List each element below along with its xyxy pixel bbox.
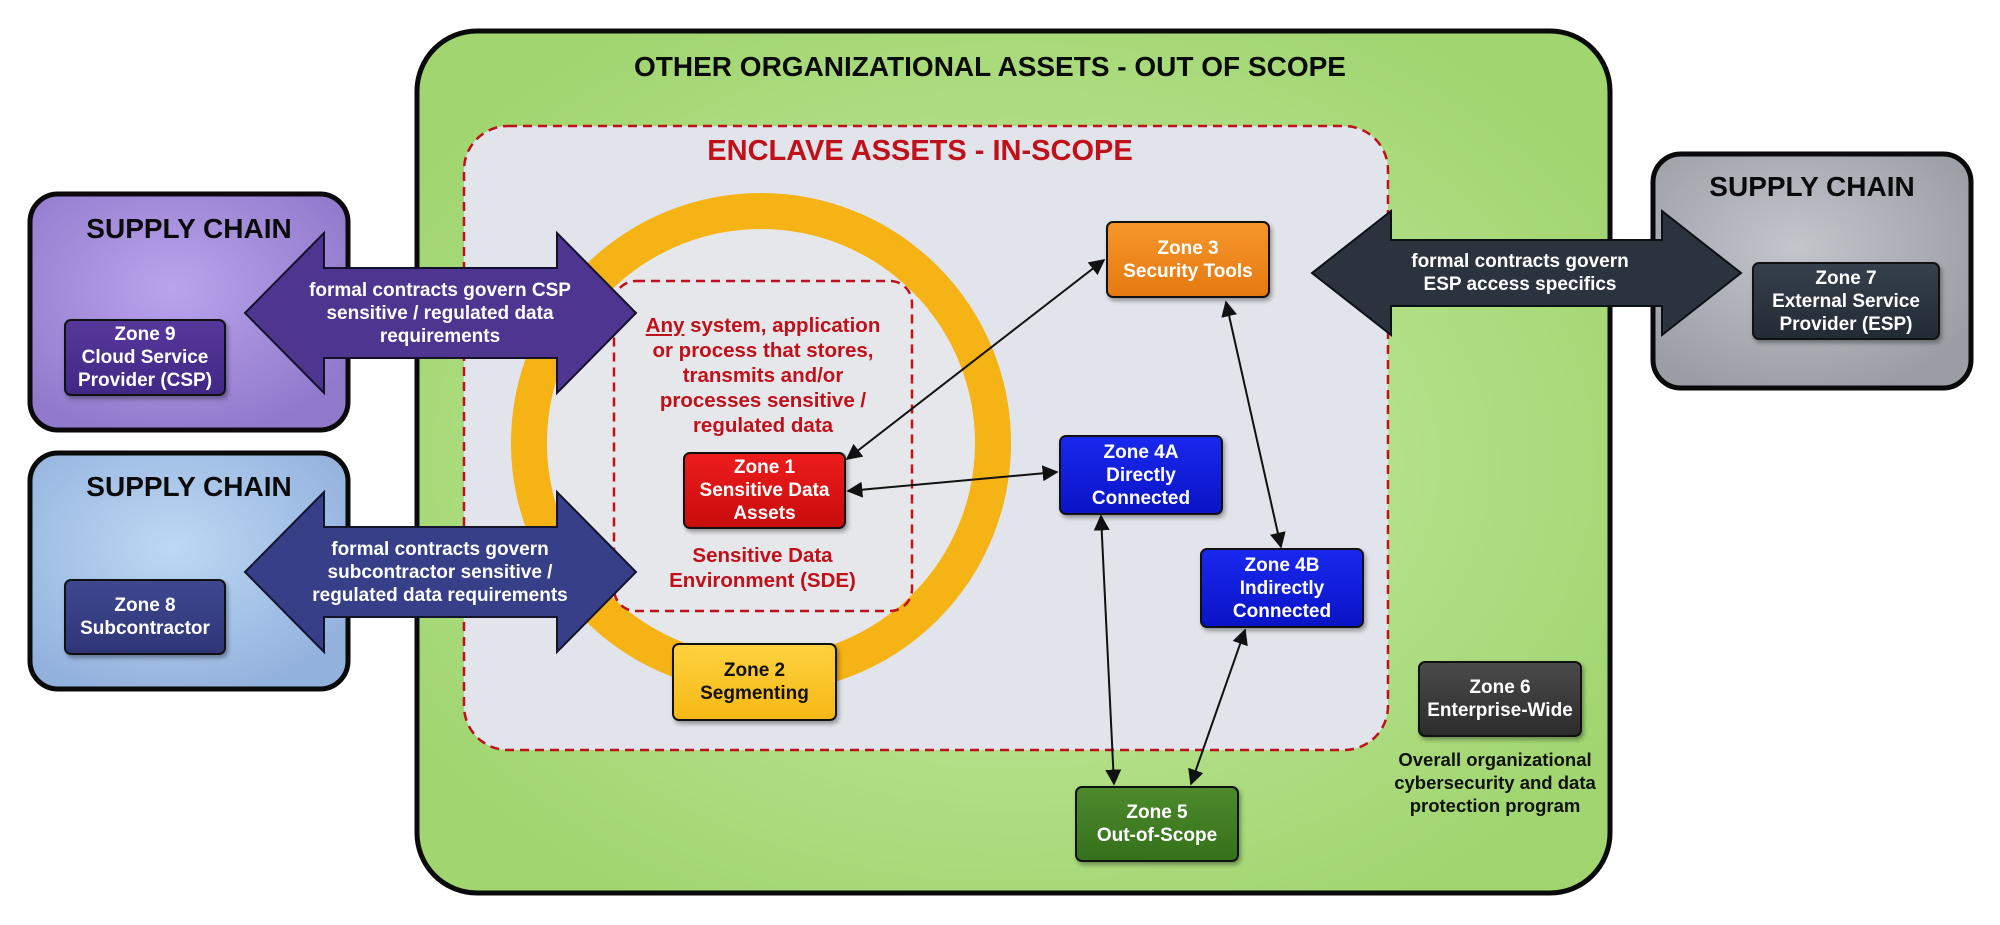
esp-contract-arrow [1310,208,1743,338]
supply-chain-sub-title: SUPPLY CHAIN [86,471,292,502]
csp-contract-arrow [243,230,638,396]
any-emphasis: Any [645,313,685,337]
link-z4b-z5 [1188,628,1248,786]
enclave-title: ENCLAVE ASSETS - IN-SCOPE [707,134,1133,167]
supply-chain-esp-title: SUPPLY CHAIN [1709,171,1915,202]
sde-description: Any system, application or process that … [645,313,881,437]
link-z3-z4b [1221,300,1286,549]
link-z1-z3 [845,259,1106,460]
sub-contract-arrow [243,489,638,655]
supply-chain-csp-title: SUPPLY CHAIN [86,213,292,244]
link-z1-z4a [846,465,1059,498]
sde-region [612,279,914,613]
outer-scope-title: OTHER ORGANIZATIONAL ASSETS - OUT OF SCO… [634,51,1346,82]
link-z4a-z5 [1093,514,1122,786]
